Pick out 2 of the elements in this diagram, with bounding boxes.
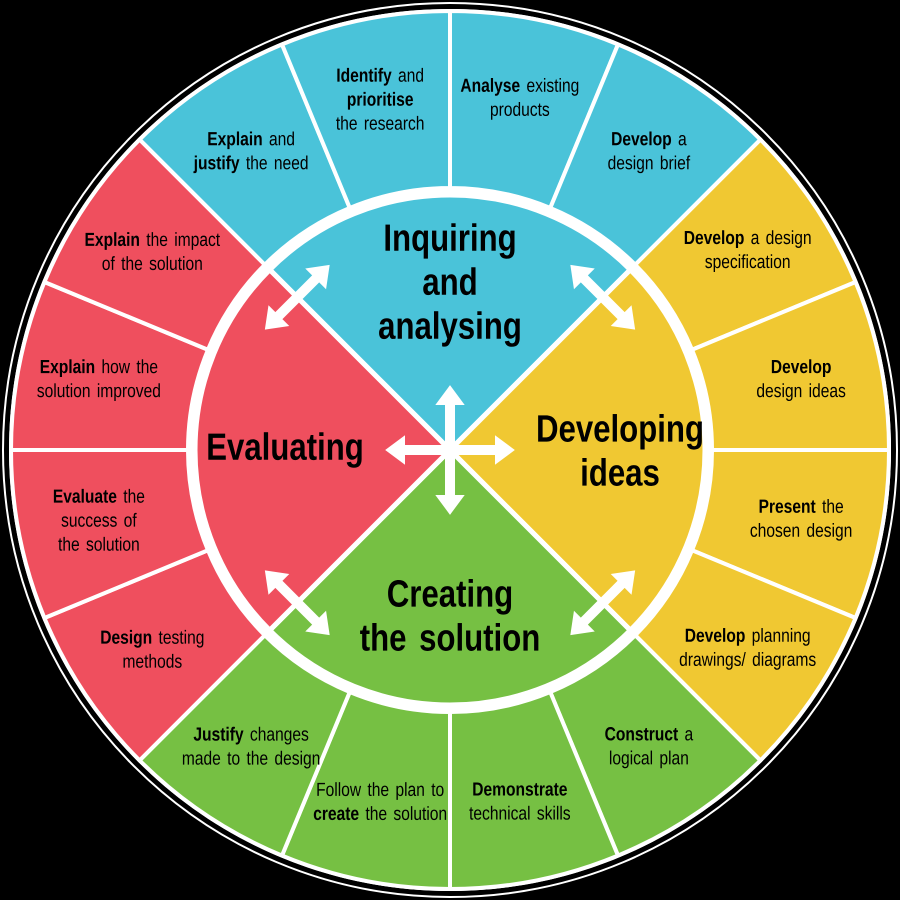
node-label: Develop design ideas	[757, 359, 846, 402]
node-label: Present the chosen design	[750, 498, 852, 541]
